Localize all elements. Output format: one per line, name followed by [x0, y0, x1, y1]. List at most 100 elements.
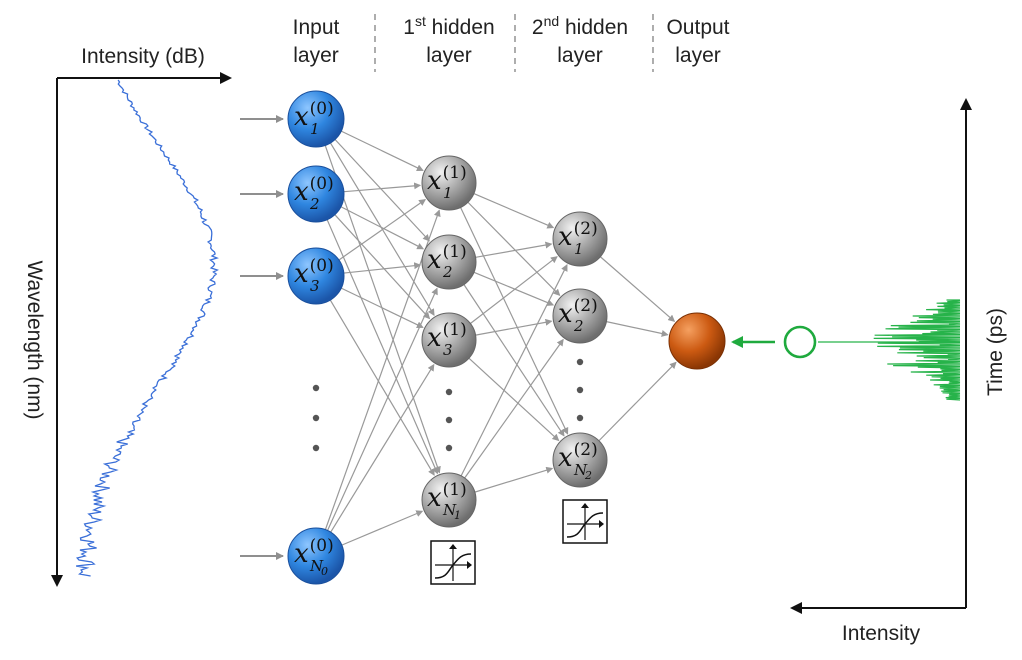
input-layer-label-2: layer: [293, 44, 339, 67]
network-edge: [334, 214, 431, 320]
activation-function-icon: [562, 499, 608, 544]
network-edge: [467, 201, 561, 297]
network-edge: [329, 299, 435, 476]
ellipsis-dot: [445, 388, 453, 396]
hidden1-node-label: x(1): [427, 163, 467, 196]
network-edge: [473, 193, 555, 229]
svg-text:N: N: [442, 501, 457, 519]
time-label: Time (ps): [984, 308, 1007, 396]
svg-text:3: 3: [443, 341, 453, 359]
hidden2-node-2: x(2)2: [552, 288, 608, 344]
wavelength-label: Wavelength (nm): [23, 260, 46, 419]
input-arrows: [240, 115, 284, 560]
svg-text:0: 0: [321, 565, 328, 578]
ellipsis-dot: [576, 358, 584, 366]
input-node-label: x(0): [294, 256, 334, 289]
ellipsis-dot: [312, 414, 320, 422]
ellipsis-dot: [445, 444, 453, 452]
input-node-2: x(0)2: [287, 165, 345, 223]
svg-text:N: N: [573, 461, 588, 479]
input-node-label: x(0): [294, 174, 334, 207]
network-edge: [599, 256, 676, 322]
network-edge: [475, 318, 553, 336]
output-layer-label-1: Output: [666, 16, 729, 39]
network-edge: [598, 361, 677, 442]
svg-text:1: 1: [454, 509, 461, 522]
input-node-1: x(0)1: [287, 90, 345, 148]
hidden1-node-label: x(1): [427, 242, 467, 275]
input-layer-label-1: Input: [293, 16, 340, 39]
hidden2-layer-label-1: 2nd hidden: [532, 13, 628, 39]
output-node: [668, 312, 726, 370]
spectrum-line: [75, 79, 219, 577]
network-edge: [341, 510, 424, 546]
network-edge: [326, 287, 438, 531]
network-edge: [340, 206, 425, 250]
intensity-db-label: Intensity (dB): [81, 45, 205, 68]
network-edges: [324, 130, 677, 546]
hidden1-node-4: x(1)N1: [421, 472, 477, 528]
hidden1-layer-label-1: 1st hidden: [403, 13, 494, 39]
svg-text:1: 1: [574, 240, 584, 258]
intensity-label: Intensity: [842, 622, 921, 645]
input-node-4: x(0)N0: [287, 527, 345, 585]
network-edge: [475, 241, 553, 258]
svg-text:2: 2: [573, 317, 584, 335]
pulse-trace: [873, 299, 961, 401]
hidden1-node-1: x(1)1: [421, 155, 477, 211]
network-edge: [464, 338, 564, 479]
ellipsis-dot: [576, 414, 584, 422]
hidden2-node-label: x(2): [558, 296, 598, 329]
layer-headers: Input layer 1st hidden layer 2nd hidden …: [293, 13, 730, 72]
ellipsis-dot: [576, 386, 584, 394]
ellipsis-dot: [312, 384, 320, 392]
network-edge: [470, 256, 558, 324]
input-node-3: x(0)3: [287, 247, 345, 305]
network-edge: [338, 199, 427, 261]
activation-function-icon: [430, 540, 476, 585]
ellipsis-dot: [445, 416, 453, 424]
network-edge: [460, 207, 569, 435]
network-edge: [606, 321, 669, 337]
output-layer-label-2: layer: [675, 44, 721, 67]
network-edge: [326, 219, 439, 475]
network-edge: [468, 357, 560, 442]
network-edge: [334, 139, 430, 242]
network-edge: [343, 182, 422, 193]
hidden1-node-3: x(1)3: [421, 312, 477, 368]
pulse-marker-circle: [783, 325, 817, 359]
ellipsis-dots: [312, 358, 584, 452]
svg-text:2: 2: [442, 263, 453, 281]
hidden1-node-2: x(1)2: [421, 234, 477, 290]
input-node-label: x(0): [294, 536, 334, 569]
hidden1-node-label: x(1): [427, 480, 467, 513]
hidden2-node-label: x(2): [558, 219, 598, 252]
network-edge: [324, 145, 441, 474]
hidden2-node-label: x(2): [558, 440, 598, 473]
hidden2-node-3: x(2)N2: [552, 432, 608, 488]
network-edge: [460, 264, 568, 477]
ellipsis-dot: [312, 444, 320, 452]
network-edge: [463, 284, 565, 437]
spectrum-plot: Intensity (dB) Wavelength (nm): [23, 45, 232, 587]
network-edge: [473, 271, 555, 306]
network-edge: [474, 466, 554, 493]
svg-text:2: 2: [309, 195, 320, 213]
hidden2-layer-label-2: layer: [557, 44, 603, 67]
network-edge: [324, 209, 441, 530]
network-nodes: x(0)1x(0)2x(0)3x(0)N0x(1)1x(1)2x(1)3x(1)…: [287, 90, 608, 585]
network-edge: [340, 287, 424, 328]
network-edge: [343, 262, 422, 274]
network-edge: [340, 130, 424, 171]
svg-text:N: N: [309, 557, 324, 575]
input-node-label: x(0): [294, 99, 334, 132]
network-edge: [330, 363, 435, 533]
svg-text:1: 1: [310, 120, 320, 138]
svg-text:1: 1: [443, 184, 453, 202]
svg-text:3: 3: [310, 277, 320, 295]
hidden1-node-label: x(1): [427, 320, 467, 353]
temporal-plot: Intensity Time (ps): [731, 98, 1007, 645]
svg-text:2: 2: [584, 469, 592, 482]
hidden2-node-1: x(2)1: [552, 211, 608, 267]
